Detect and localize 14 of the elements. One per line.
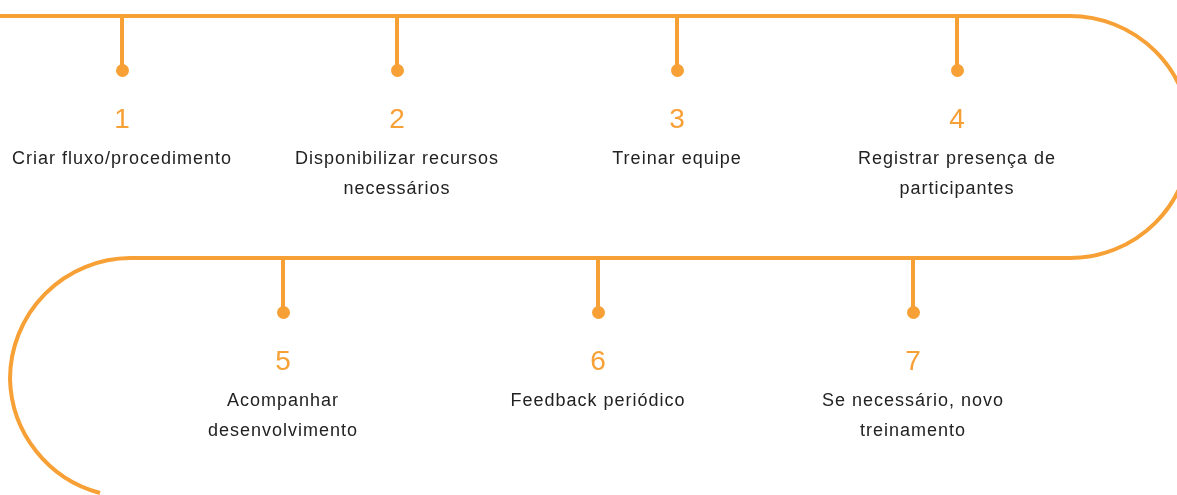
step-number: 4 xyxy=(949,103,965,135)
step-label: Se necessário, novo treinamento xyxy=(820,389,1006,442)
step-number: 6 xyxy=(590,345,606,377)
step-number: 1 xyxy=(114,103,130,135)
step-number: 3 xyxy=(669,103,685,135)
step-label: Criar fluxo/procedimento xyxy=(10,147,234,170)
step-number: 2 xyxy=(389,103,405,135)
step-label: Registrar presença de participantes xyxy=(856,147,1058,200)
step-label: Feedback periódico xyxy=(509,389,687,412)
step-number: 5 xyxy=(275,345,291,377)
step-number: 7 xyxy=(905,345,921,377)
step-label: Treinar equipe xyxy=(611,147,743,170)
step-label: Acompanhar desenvolvimento xyxy=(206,389,360,442)
step-label: Disponibilizar recursos necessários xyxy=(293,147,501,200)
